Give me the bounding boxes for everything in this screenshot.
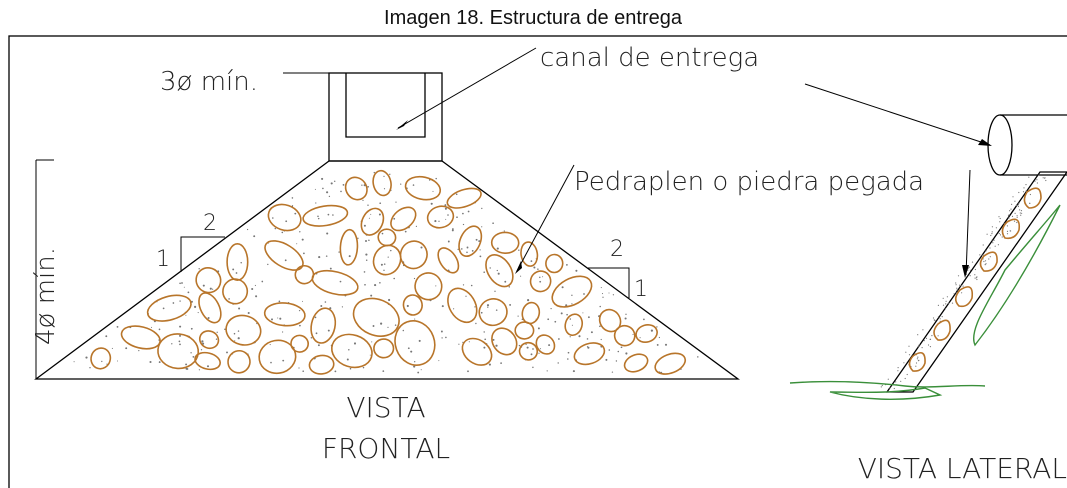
stone: [258, 339, 297, 375]
fill-label: Pedraplen o piedra pegada: [574, 167, 924, 197]
front-view: 3ø mín. canal de entrega Pedraplen o pie…: [31, 43, 924, 465]
slope-right-run: 2: [610, 237, 624, 262]
stone: [339, 228, 359, 266]
stone: [290, 334, 309, 353]
stone: [198, 330, 220, 350]
stone: [267, 203, 302, 232]
figure-caption: Imagen 18. Estructura de entrega: [384, 7, 683, 29]
stone: [399, 240, 428, 270]
stone: [222, 278, 249, 305]
side-view-title: VISTA LATERAL: [858, 452, 1067, 485]
stone: [311, 269, 359, 296]
stone: [613, 324, 636, 347]
stone: [294, 264, 315, 285]
stone: [447, 287, 478, 324]
stone: [598, 308, 622, 333]
stone: [545, 253, 564, 274]
stone: [478, 298, 508, 327]
stone: [426, 205, 455, 229]
stone: [518, 341, 539, 361]
channel-leader-arrow: [396, 120, 408, 130]
stone: [308, 354, 335, 375]
stone: [372, 169, 392, 197]
side-view: VISTA LATERAL: [789, 83, 1067, 485]
stone: [194, 351, 221, 371]
stone: [564, 313, 584, 337]
height-note: 4ø mín.: [31, 247, 61, 345]
figure-frame: [8, 35, 1067, 488]
stone: [227, 349, 251, 374]
stone: [654, 352, 687, 375]
stone: [485, 254, 514, 288]
side-fill-leader: [965, 169, 971, 276]
stone: [157, 333, 200, 370]
stone: [458, 225, 483, 257]
stone-fill: [90, 169, 687, 375]
stone: [635, 323, 658, 344]
stone: [520, 241, 539, 267]
stone: [226, 243, 249, 282]
stone: [195, 267, 222, 294]
channel-inner: [345, 73, 426, 138]
stone: [263, 302, 306, 327]
stone: [414, 272, 443, 301]
chute-slab: [885, 171, 1067, 393]
stone: [404, 175, 442, 201]
stone: [623, 353, 649, 373]
fill-leader-arrow: [515, 261, 522, 274]
stone: [514, 321, 535, 340]
stone: [437, 247, 460, 274]
stone: [373, 338, 395, 359]
stone: [310, 307, 337, 344]
stone: [360, 207, 385, 236]
stone: [90, 347, 112, 370]
slope-right-rise: 1: [634, 277, 648, 302]
front-view-title-line2: FRONTAL: [322, 432, 450, 465]
stone: [529, 270, 552, 293]
stone: [372, 244, 402, 276]
stone: [198, 292, 222, 324]
stone: [225, 314, 262, 346]
stone: [264, 240, 304, 271]
fill-leader: [516, 164, 575, 272]
channel-label: canal de entrega: [540, 43, 759, 73]
stone: [573, 342, 606, 366]
stone: [446, 187, 482, 209]
stone: [394, 320, 436, 366]
stone: [390, 206, 417, 232]
slope-left-indicator: [180, 236, 225, 272]
stone: [377, 228, 397, 247]
stone: [330, 333, 373, 369]
pipe-end: [987, 114, 1013, 176]
stone: [402, 294, 423, 316]
front-view-title-line1: VISTA: [346, 391, 425, 424]
stone: [344, 176, 368, 201]
stone: [535, 334, 556, 355]
slope-left-run: 2: [203, 211, 217, 236]
stone: [551, 275, 593, 308]
pipe-leader: [804, 83, 991, 146]
stone: [146, 294, 192, 322]
slope-left-rise: 1: [156, 247, 170, 272]
slope-right-indicator: [588, 267, 630, 298]
channel-leader: [397, 47, 537, 129]
stipple-texture: [73, 171, 699, 374]
stone: [491, 327, 518, 356]
stone: [490, 231, 520, 255]
stone: [352, 297, 400, 337]
stone: [461, 337, 493, 366]
pipe-leader-arrow: [978, 139, 992, 146]
stone: [302, 204, 349, 227]
width-note: 3ø mín.: [160, 67, 258, 97]
